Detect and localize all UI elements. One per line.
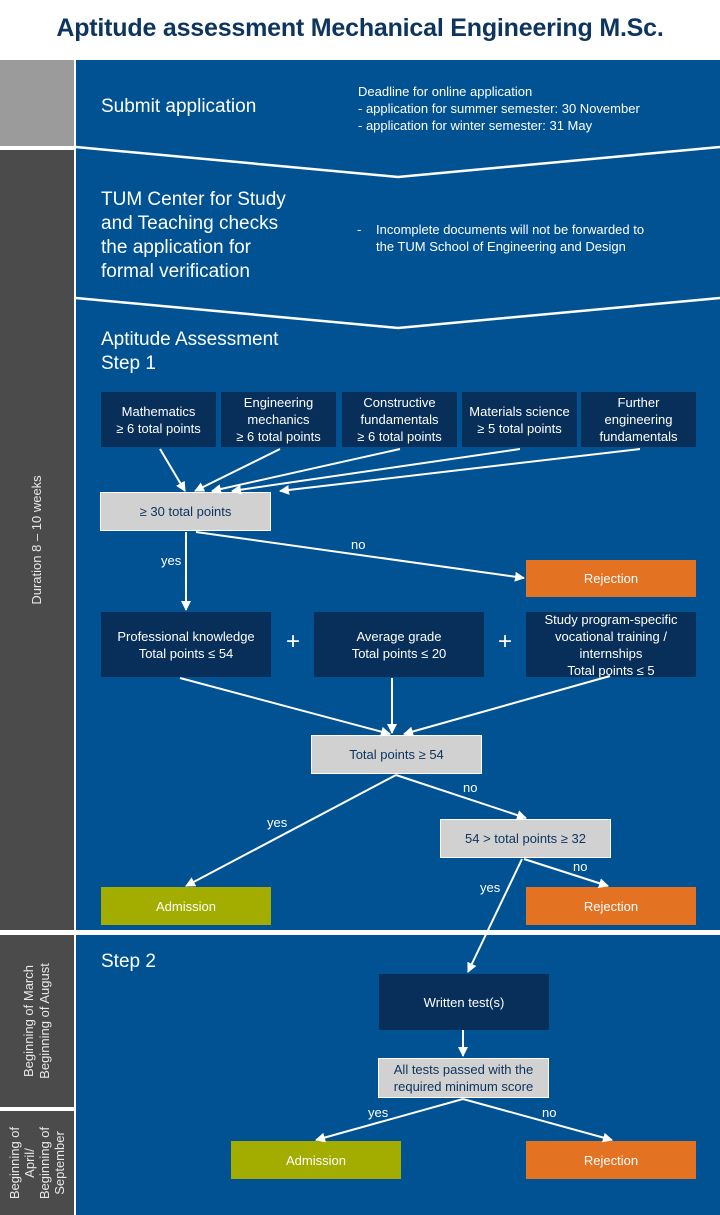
chevron-divider-1 bbox=[75, 145, 720, 179]
check-heading: TUM Center for Study and Teaching checks… bbox=[101, 189, 286, 282]
step2-heading: Step 2 bbox=[101, 951, 156, 972]
arrow-pass-no bbox=[462, 1098, 613, 1143]
range-32-54-check: 54 > total points ≥ 32 bbox=[440, 819, 611, 858]
submit-note: Deadline for online application - applic… bbox=[358, 84, 640, 133]
admission-box-1: Admission bbox=[101, 887, 271, 925]
arrow-math-to-threshold bbox=[159, 448, 186, 492]
threshold-30-check: ≥ 30 total points bbox=[100, 492, 271, 531]
chevron-divider-2 bbox=[75, 296, 720, 330]
no-label: no bbox=[351, 537, 366, 552]
rejection-box-3: Rejection bbox=[526, 1141, 696, 1179]
yes-label: yes bbox=[368, 1105, 389, 1120]
timeline-step2-block: Beginning of March Beginning of August bbox=[0, 935, 74, 1107]
page-title: Aptitude assessment Mechanical Engineeri… bbox=[56, 14, 664, 42]
check-note: Incomplete documents will not be forward… bbox=[376, 222, 645, 254]
yes-label: yes bbox=[267, 815, 288, 830]
arrow-threshold-no bbox=[195, 531, 525, 582]
arrow-mid-yes bbox=[467, 858, 523, 973]
arrow-mech-to-threshold bbox=[194, 448, 281, 492]
written-test-box: Written test(s) bbox=[379, 974, 549, 1030]
subject-mathematics: Mathematics≥ 6 total points bbox=[101, 392, 216, 447]
arrow-constr-to-threshold bbox=[211, 448, 401, 494]
arrow-total-no bbox=[395, 774, 527, 820]
yes-label: yes bbox=[161, 553, 182, 568]
arrow-prof-to-total bbox=[179, 677, 391, 737]
arrow-further-to-threshold bbox=[279, 448, 641, 495]
yes-label: yes bbox=[480, 880, 501, 895]
rejection-box-1: Rejection bbox=[526, 560, 696, 597]
check-note-bullet: - bbox=[357, 222, 362, 237]
timeline-result-block: Beginning of April/ Beginning of Septemb… bbox=[0, 1111, 74, 1215]
timeline-submit-block bbox=[0, 60, 74, 146]
submit-heading: Submit application bbox=[101, 96, 257, 117]
arrow-mid-no bbox=[523, 858, 609, 889]
subject-materials-science: Materials science≥ 5 total points bbox=[462, 392, 577, 447]
admission-box-2: Admission bbox=[231, 1141, 401, 1179]
plus-sign: + bbox=[498, 628, 513, 655]
arrow-vocational-to-total bbox=[403, 675, 611, 737]
no-label: no bbox=[463, 780, 478, 795]
step1-heading: Aptitude Assessment Step 1 bbox=[101, 329, 279, 374]
arrow-pass-yes bbox=[315, 1098, 464, 1143]
rejection-box-2: Rejection bbox=[526, 887, 696, 925]
no-label: no bbox=[542, 1105, 557, 1120]
plus-sign: + bbox=[286, 628, 301, 655]
total-54-check: Total points ≥ 54 bbox=[311, 735, 482, 774]
timeline-step1-block: Duration 8 – 10 weeks bbox=[0, 150, 74, 930]
no-label: no bbox=[573, 859, 588, 874]
arrow-total-yes bbox=[185, 774, 397, 887]
arrow-materials-to-threshold bbox=[231, 448, 521, 495]
